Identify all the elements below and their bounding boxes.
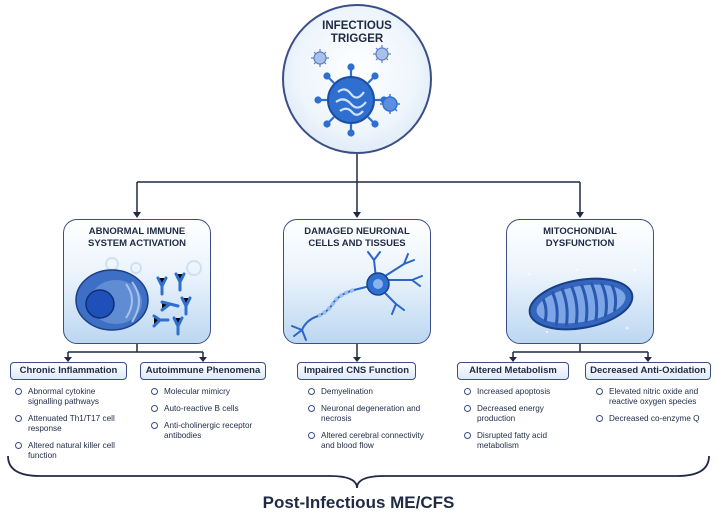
category-autoimmune-phenomena: Autoimmune Phenomena xyxy=(140,362,266,380)
bullet-icon xyxy=(151,388,158,395)
bullet-icon xyxy=(151,422,158,429)
trigger-title: INFECTIOUS TRIGGER xyxy=(322,20,392,45)
bullet-icon xyxy=(464,432,471,439)
small-virus-right-icon xyxy=(373,45,391,63)
list-item: Increased apoptosis xyxy=(461,387,573,397)
panel-damaged-neuronal: DAMAGED NEURONAL CELLS AND TISSUES xyxy=(283,219,431,344)
bullet-icon xyxy=(15,415,22,422)
list-item: Elevated nitric oxide and reactive oxyge… xyxy=(593,387,713,407)
list-item: Molecular mimicry xyxy=(148,387,272,397)
list-item: Decreased energy production xyxy=(461,404,573,424)
virus-illustration xyxy=(311,45,400,137)
list-impaired-cns: Demyelination Neuronal degeneration and … xyxy=(305,387,431,458)
infectious-trigger-circle: INFECTIOUS TRIGGER xyxy=(282,4,432,154)
list-item: Auto-reactive B cells xyxy=(148,404,272,414)
list-item: Attenuated Th1/T17 cell response xyxy=(12,414,130,434)
bullet-icon xyxy=(151,405,158,412)
list-item: Demyelination xyxy=(305,387,431,397)
list-item: Neuronal degeneration and necrosis xyxy=(305,404,431,424)
bottom-brace xyxy=(7,455,710,489)
category-chronic-inflammation: Chronic Inflammation xyxy=(10,362,127,380)
list-item: Anti-cholinergic receptor antibodies xyxy=(148,421,272,441)
list-item: Altered cerebral connectivity and blood … xyxy=(305,431,431,451)
antibody-icons xyxy=(152,272,192,336)
bullet-icon xyxy=(596,388,603,395)
list-altered-metabolism: Increased apoptosis Decreased energy pro… xyxy=(461,387,573,458)
panel-immune-activation: ABNORMAL IMMUNE SYSTEM ACTIVATION xyxy=(63,219,211,344)
panel-mitochondrial-dysfunction: MITOCHONDIAL DYSFUNCTION xyxy=(506,219,654,344)
immune-cell-illustration xyxy=(75,257,202,336)
panel-title: MITOCHONDIAL DYSFUNCTION xyxy=(543,226,617,249)
list-item: Altered natural killer cell function xyxy=(12,441,130,461)
panel-title: DAMAGED NEURONAL CELLS AND TISSUES xyxy=(304,226,410,249)
small-virus-left-icon xyxy=(311,49,329,67)
mitochondrion-illustration xyxy=(527,268,637,334)
mitochondrion-icon xyxy=(528,277,634,331)
list-decreased-anti-oxidation: Elevated nitric oxide and reactive oxyge… xyxy=(593,387,713,431)
bullet-icon xyxy=(464,405,471,412)
panel-title: ABNORMAL IMMUNE SYSTEM ACTIVATION xyxy=(88,226,186,249)
bullet-icon xyxy=(15,388,22,395)
list-item: Decreased co-enzyme Q xyxy=(593,414,713,424)
bullet-icon xyxy=(308,388,315,395)
list-autoimmune-phenomena: Molecular mimicry Auto-reactive B cells … xyxy=(148,387,272,448)
large-virus-icon xyxy=(314,63,388,137)
small-virus-bottom-icon xyxy=(380,94,400,114)
bullet-icon xyxy=(308,432,315,439)
footer-title: Post-Infectious ME/CFS xyxy=(262,493,455,512)
bullet-icon xyxy=(308,405,315,412)
bullet-icon xyxy=(464,388,471,395)
list-item: Disrupted fatty acid metabolism xyxy=(461,431,573,451)
category-altered-metabolism: Altered Metabolism xyxy=(457,362,569,380)
bullet-icon xyxy=(596,415,603,422)
bullet-icon xyxy=(15,442,22,449)
category-decreased-anti-oxidation: Decreased Anti-Oxidation xyxy=(585,362,711,380)
list-item: Abnormal cytokine signalling pathways xyxy=(12,387,130,407)
category-impaired-cns: Impaired CNS Function xyxy=(297,362,416,380)
neuron-illustration xyxy=(291,251,423,341)
list-chronic-inflammation: Abnormal cytokine signalling pathways At… xyxy=(12,387,130,468)
